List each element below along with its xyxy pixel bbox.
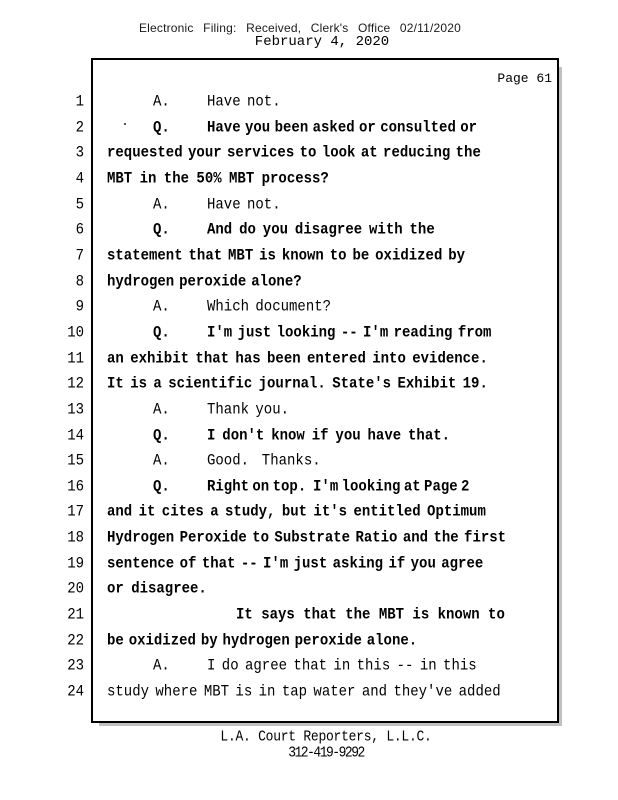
line-text: hydrogen peroxide alone?: [107, 272, 302, 292]
transcript-line: 20 or disagree.: [0, 574, 618, 603]
line-number: 21: [67, 605, 84, 625]
line-text: be oxidized by hydrogen peroxide alone.: [107, 631, 418, 651]
transcript-line: 4 MBT in the 50% MBT process?: [0, 164, 618, 193]
line-number: 4: [75, 169, 84, 189]
transcript-sheet: [91, 58, 559, 723]
line-text: Have you been asked or consulted or: [207, 118, 478, 138]
line-text: I don't know if you have that.: [207, 426, 451, 446]
transcript-line: 9 A. Which document?: [0, 292, 618, 321]
line-number: 3: [75, 143, 84, 163]
transcript-line: 13 A. Thank you.: [0, 395, 618, 424]
transcript-line: 18 Hydrogen Peroxide to Substrate Ratio a…: [0, 523, 618, 552]
line-number: 13: [67, 400, 84, 420]
line-text: study where MBT is in tap water and they…: [107, 682, 501, 702]
line-text: I'm just looking -- I'm reading from: [207, 323, 492, 343]
line-text: Good. Thanks.: [207, 451, 321, 471]
line-number: 10: [67, 323, 84, 343]
transcript-line: 24 study where MBT is in tap water and th…: [0, 677, 618, 706]
line-text: requested your services to look at reduc…: [107, 143, 481, 163]
transcript-line: 19 sentence of that -- I'm just asking if…: [0, 549, 618, 578]
line-number: 1: [75, 92, 84, 112]
line-text: Have not.: [207, 195, 281, 215]
reporter-phone: 312-419-9292: [288, 744, 365, 761]
line-number: 9: [75, 297, 84, 317]
sheet-shadow-right: [559, 67, 562, 726]
line-number: 23: [67, 656, 84, 676]
line-number: 17: [67, 502, 84, 522]
transcript-line: 2 Q. Have you been asked or consulted or: [0, 113, 618, 142]
speaker-marker: A.: [153, 451, 170, 471]
line-number: 15: [67, 451, 84, 471]
transcript-line: 3 requested your services to look at redu…: [0, 138, 618, 167]
line-text: or disagree.: [107, 579, 207, 599]
transcript-line: 6 Q. And do you disagree with the: [0, 215, 618, 244]
transcript-line: 15 A. Good. Thanks.: [0, 446, 618, 475]
transcript-line: 16 Q. Right on top. I'm looking at Page 2: [0, 472, 618, 501]
line-number: 11: [67, 349, 84, 369]
speaker-marker: Q.: [153, 477, 170, 497]
scan-speck: [124, 123, 126, 125]
line-number: 24: [67, 682, 84, 702]
speaker-marker: A.: [153, 400, 170, 420]
transcript-line: 14 Q. I don't know if you have that.: [0, 421, 618, 450]
line-text: statement that MBT is known to be oxidiz…: [107, 246, 466, 266]
speaker-marker: A.: [153, 297, 170, 317]
line-text: I do agree that in this -- in this: [207, 656, 477, 676]
transcript-line: 21 It says that the MBT is known to: [0, 600, 618, 629]
line-text: It is a scientific journal. State's Exhi…: [107, 374, 488, 394]
line-text: sentence of that -- I'm just asking if y…: [107, 554, 484, 574]
line-number: 12: [67, 374, 84, 394]
line-text: It says that the MBT is known to: [236, 605, 505, 625]
speaker-marker: A.: [153, 195, 170, 215]
transcript-line: 11 an exhibit that has been entered into …: [0, 344, 618, 373]
line-number: 5: [75, 195, 84, 215]
line-text: MBT in the 50% MBT process?: [107, 169, 329, 189]
reporter-name: L.A. Court Reporters, L.L.C.: [220, 728, 432, 745]
transcript-line: 8 hydrogen peroxide alone?: [0, 267, 618, 296]
page-number: Page 61: [497, 71, 552, 86]
transcript-line: 12 It is a scientific journal. State's Ex…: [0, 369, 618, 398]
line-number: 19: [67, 554, 84, 574]
line-number: 16: [67, 477, 84, 497]
transcript-line: 17 and it cites a study, but it's entitle…: [0, 497, 618, 526]
speaker-marker: Q.: [153, 220, 170, 240]
speaker-marker: A.: [153, 92, 170, 112]
transcript-line: 10 Q. I'm just looking -- I'm reading from: [0, 318, 618, 347]
line-text: Have not.: [207, 92, 281, 112]
line-text: Which document?: [207, 297, 332, 317]
speaker-marker: Q.: [153, 426, 170, 446]
line-text: Right on top. I'm looking at Page 2: [207, 477, 470, 497]
sheet-shadow-bottom: [99, 723, 562, 726]
line-text: And do you disagree with the: [207, 220, 435, 240]
line-text: Hydrogen Peroxide to Substrate Ratio and…: [107, 528, 507, 548]
transcript-line: 1 A. Have not.: [0, 87, 618, 116]
line-number: 20: [67, 579, 84, 599]
line-text: Thank you.: [207, 400, 290, 420]
line-number: 18: [67, 528, 84, 548]
line-text: an exhibit that has been entered into ev…: [107, 349, 488, 369]
line-text: and it cites a study, but it's entitled …: [107, 502, 486, 522]
transcript-line: 22 be oxidized by hydrogen peroxide alone…: [0, 626, 618, 655]
date-stamp: February 4, 2020: [254, 34, 390, 50]
line-number: 7: [75, 246, 84, 266]
transcript-line: 23 A. I do agree that in this -- in this: [0, 651, 618, 680]
line-number: 22: [67, 631, 84, 651]
transcript-line: 7 statement that MBT is known to be oxidi…: [0, 241, 618, 270]
line-number: 14: [67, 426, 84, 446]
speaker-marker: A.: [153, 656, 170, 676]
speaker-marker: Q.: [153, 118, 170, 138]
speaker-marker: Q.: [153, 323, 170, 343]
line-number: 2: [75, 118, 84, 138]
transcript-line: 5 A. Have not.: [0, 190, 618, 219]
line-number: 6: [75, 220, 84, 240]
line-number: 8: [75, 272, 84, 292]
efiling-stamp: Electronic Filing: Received, Clerk's Off…: [138, 21, 462, 35]
